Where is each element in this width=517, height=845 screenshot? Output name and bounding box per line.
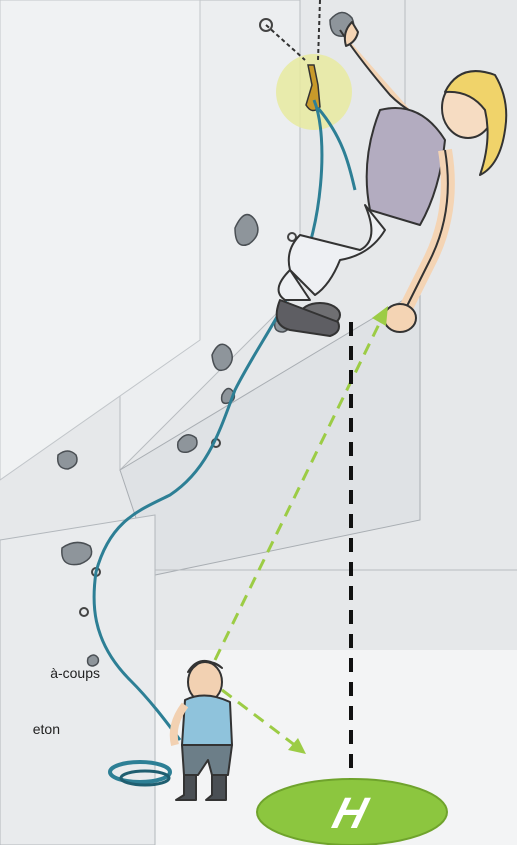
caption-bottom-text: eton bbox=[33, 721, 60, 737]
caption-top: à-coups bbox=[0, 665, 100, 681]
landing-pad: H bbox=[257, 779, 447, 845]
caption-top-text: à-coups bbox=[50, 665, 100, 681]
caption-bottom: eton bbox=[0, 721, 60, 737]
